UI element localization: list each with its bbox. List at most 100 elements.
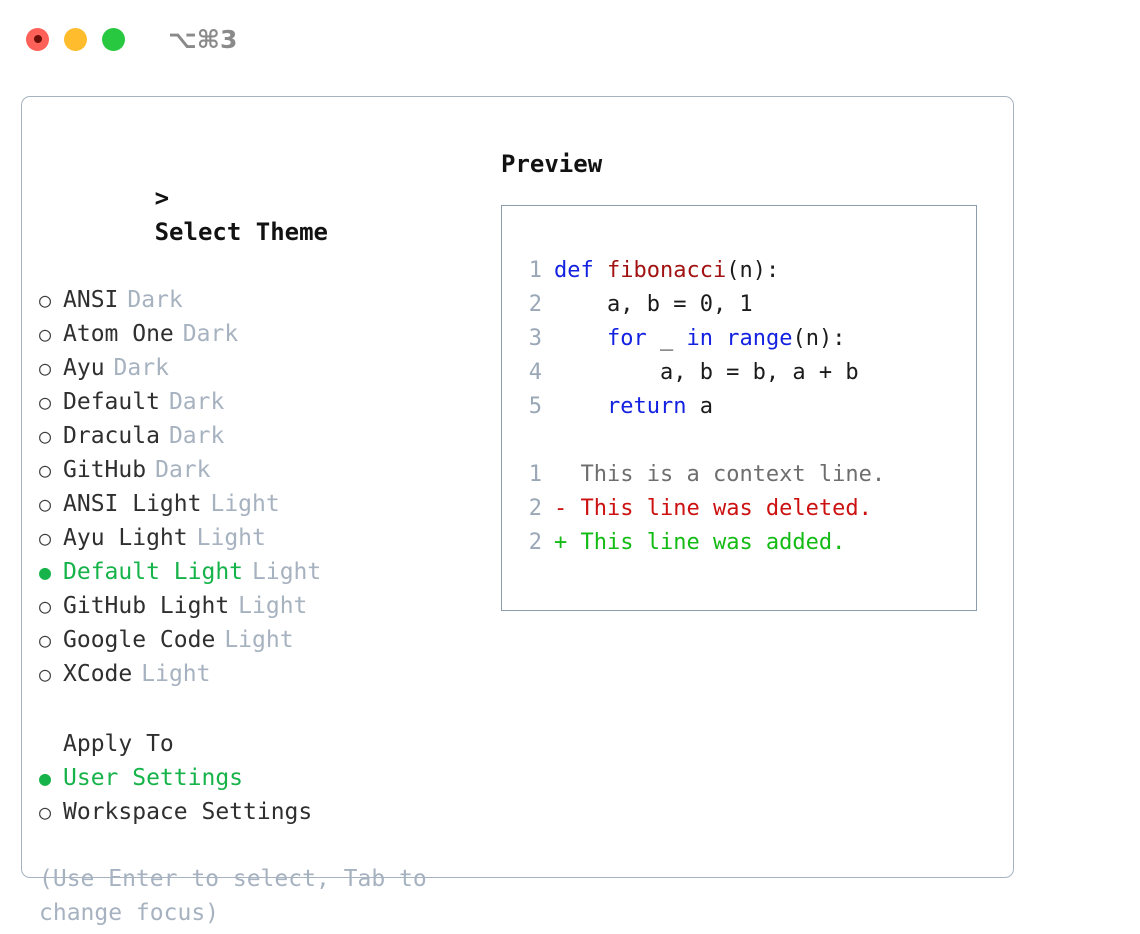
minimize-button[interactable] <box>64 27 87 51</box>
theme-kind-badge: Dark <box>168 423 225 449</box>
theme-name: XCode <box>63 661 133 687</box>
line-number: 3 <box>528 326 542 351</box>
theme-name: Google Code <box>63 627 216 653</box>
theme-name: Default Light <box>63 559 244 585</box>
code-text: def fibonacci(n): <box>554 254 779 288</box>
code-token: return <box>606 394 687 419</box>
select-theme-heading: > Select Theme <box>39 147 479 283</box>
code-token: in <box>686 326 713 351</box>
theme-kind-badge: Dark <box>182 321 239 347</box>
code-text: for _ in range(n): <box>554 322 845 356</box>
code-line: 4 a, b = b, a + b <box>516 356 976 390</box>
theme-kind-badge: Light <box>210 491 280 517</box>
code-token: for <box>606 326 647 351</box>
window-title: ⌥⌘3 <box>168 24 238 54</box>
code-text: return a <box>554 390 713 424</box>
theme-kind-badge: Dark <box>155 457 211 483</box>
code-text: a, b = 0, 1 <box>554 288 753 322</box>
radio-empty-icon: ○ <box>39 390 52 414</box>
line-number: 4 <box>528 360 542 385</box>
line-number: 1 <box>528 462 542 487</box>
window-titlebar: ⌥⌘3 <box>0 0 1140 78</box>
diff-text: This line was added. <box>580 530 846 555</box>
code-gap <box>516 424 976 458</box>
keyboard-hint: (Use Enter to select, Tab to change focu… <box>39 866 441 926</box>
diff-line: 2+ This line was added. <box>516 526 976 560</box>
radio-selected-icon: ● <box>39 560 52 584</box>
apply-to-option[interactable]: ●User Settings <box>39 761 479 795</box>
close-button[interactable] <box>26 27 49 51</box>
radio-empty-icon: ○ <box>39 662 52 686</box>
code-token <box>713 326 726 351</box>
theme-kind-badge: Light <box>252 559 322 585</box>
radio-empty-icon: ○ <box>39 458 52 482</box>
theme-name: Atom One <box>63 321 174 347</box>
select-theme-label: Select Theme <box>154 218 328 246</box>
diff-text: This is a context line. <box>580 462 886 487</box>
radio-empty-icon: ○ <box>39 800 52 824</box>
diff-line: 2- This line was deleted. <box>516 492 976 526</box>
theme-kind-badge: Dark <box>113 355 169 381</box>
apply-to-label: Workspace Settings <box>63 799 313 825</box>
line-number: 1 <box>528 258 542 283</box>
apply-to-list: ●User Settings ○ Workspace Settings <box>39 761 479 829</box>
theme-list-item[interactable]: ○ XCode Light <box>39 657 479 691</box>
theme-kind-badge: Light <box>238 593 308 619</box>
code-token: range <box>726 326 793 351</box>
radio-empty-icon: ○ <box>39 526 52 550</box>
code-token: (n): <box>792 326 846 351</box>
code-token: def <box>554 258 594 283</box>
theme-name: Ayu <box>63 355 105 381</box>
theme-name: Dracula <box>63 423 160 449</box>
code-line: 5 return a <box>516 390 976 424</box>
theme-list-item[interactable]: ● Default Light Light <box>39 555 479 589</box>
theme-list-item[interactable]: ○ Ayu Dark <box>39 351 479 385</box>
line-number: 5 <box>528 394 542 419</box>
theme-list-item[interactable]: ○ ANSI Light Light <box>39 487 479 521</box>
radio-empty-icon: ○ <box>39 322 52 346</box>
apply-to-option[interactable]: ○ Workspace Settings <box>39 795 479 829</box>
theme-name: Ayu Light <box>63 525 188 551</box>
theme-list-item[interactable]: ○ Ayu Light Light <box>39 521 479 555</box>
maximize-button[interactable] <box>102 27 125 51</box>
diff-line: 1 This is a context line. <box>516 458 976 492</box>
theme-kind-badge: Dark <box>168 389 225 415</box>
code-token <box>554 326 607 351</box>
code-line: 3 for _ in range(n): <box>516 322 976 356</box>
code-token: (n): <box>726 258 780 283</box>
code-token: a <box>686 394 713 419</box>
diff-text: This line was deleted. <box>580 496 872 521</box>
radio-empty-icon: ○ <box>39 492 52 516</box>
theme-name: GitHub <box>63 457 147 483</box>
theme-kind-badge: Light <box>196 525 266 551</box>
theme-name: ANSI <box>63 287 119 313</box>
line-number: 2 <box>528 292 542 317</box>
code-token: fibonacci <box>607 258 727 283</box>
diff-marker: - <box>554 496 581 521</box>
section-spacer <box>39 691 479 727</box>
theme-list-item[interactable]: ○ GitHub Light Light <box>39 589 479 623</box>
theme-name: ANSI Light <box>63 491 202 517</box>
theme-name: GitHub Light <box>63 593 230 619</box>
radio-selected-icon: ● <box>39 766 52 790</box>
preview-heading: Preview <box>501 150 603 178</box>
radio-empty-icon: ○ <box>39 356 52 380</box>
theme-kind-badge: Light <box>141 661 211 687</box>
radio-empty-icon: ○ <box>39 288 52 312</box>
theme-list-item[interactable]: ○ Atom One Dark <box>39 317 479 351</box>
diff-marker: + <box>554 530 581 555</box>
traffic-lights <box>26 27 125 51</box>
radio-empty-icon: ○ <box>39 594 52 618</box>
theme-list-item[interactable]: ○ GitHub Dark <box>39 453 479 487</box>
apply-to-heading: Apply To <box>63 731 174 757</box>
code-token: a, b = b, a + b <box>554 360 859 385</box>
